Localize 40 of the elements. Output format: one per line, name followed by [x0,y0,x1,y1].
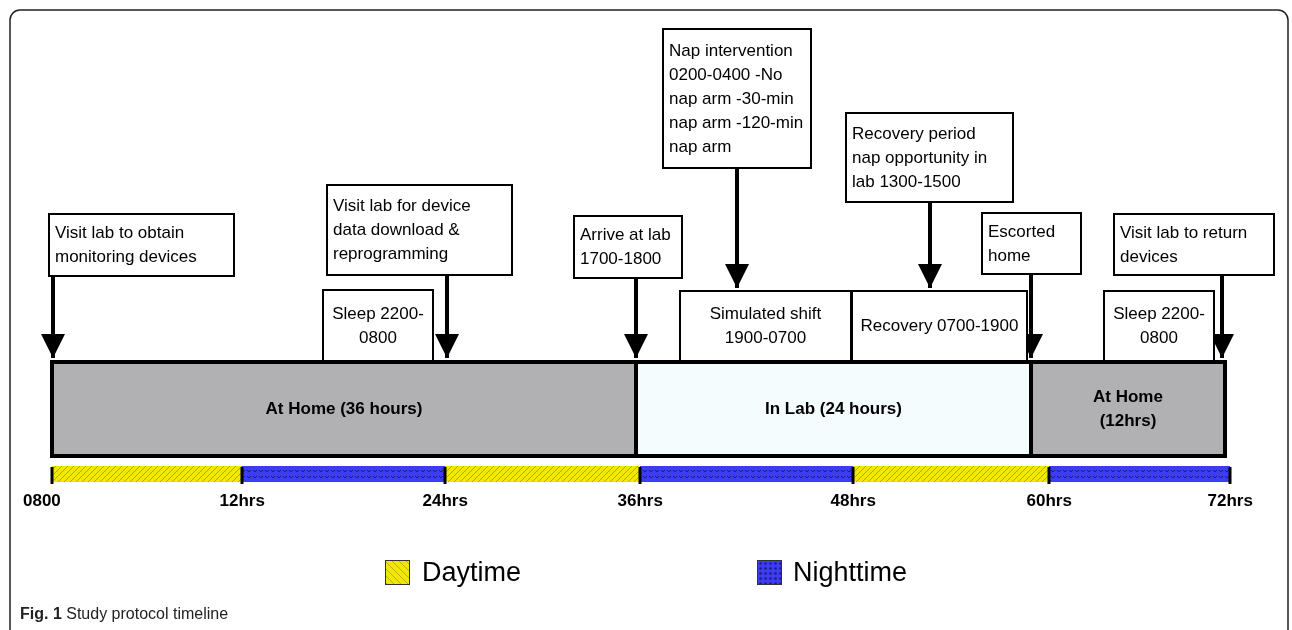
callout-box [573,215,683,279]
arrow [624,279,648,358]
callout-text: Visit lab for device data download & reprogramming [333,195,472,265]
arrow [435,276,459,358]
legend-label: Nighttime [793,557,908,588]
phase-label: At Home (36 hours) [265,398,423,420]
arrow [725,169,749,288]
tick-label: 36hrs [617,491,663,511]
arrow [918,203,942,288]
period-box [679,290,852,362]
callout-box [1113,213,1275,276]
period-box [1103,290,1215,362]
callout-text: Nap intervention 0200-0400 -No nap arm -30-min nap arm -120-min nap arm [669,39,805,158]
callout-text: Escorted home [988,220,1057,267]
period-box [851,290,1028,362]
phase-label: At Home (12hrs) [1092,386,1164,432]
callout-box [48,213,235,277]
callout-text: Visit lab to obtain monitoring devices [55,222,198,268]
callout-text: Visit lab to return devices [1120,221,1249,268]
callout-box [326,184,513,276]
callout-box [845,112,1014,203]
tick-label: 60hrs [1026,491,1072,511]
period-box [322,289,434,362]
phase-label: In Lab (24 hours) [765,398,902,420]
tick-label: 48hrs [830,491,876,511]
period-label: Sleep 2200-0800 [1112,303,1206,349]
callout-box [981,212,1082,275]
tick-label: 12hrs [219,491,265,511]
arrow [41,277,65,358]
figure-caption: Fig. 1 Study protocol timeline [20,605,229,623]
tick-label: 24hrs [422,491,468,511]
callout-text: Recovery period nap opportunity in lab 1300-1500 [852,122,989,193]
tick-label: 0800 [23,491,61,511]
legend-label: Daytime [422,557,522,588]
callout-box [662,28,812,169]
period-label: Recovery 0700-1900 [860,315,1019,337]
tick-label: 72hrs [1207,491,1253,511]
period-label: Simulated shift 1900-0700 [708,303,823,349]
callout-text: Arrive at lab 1700-1800 [580,224,672,270]
period-label: Sleep 2200-0800 [331,302,425,349]
